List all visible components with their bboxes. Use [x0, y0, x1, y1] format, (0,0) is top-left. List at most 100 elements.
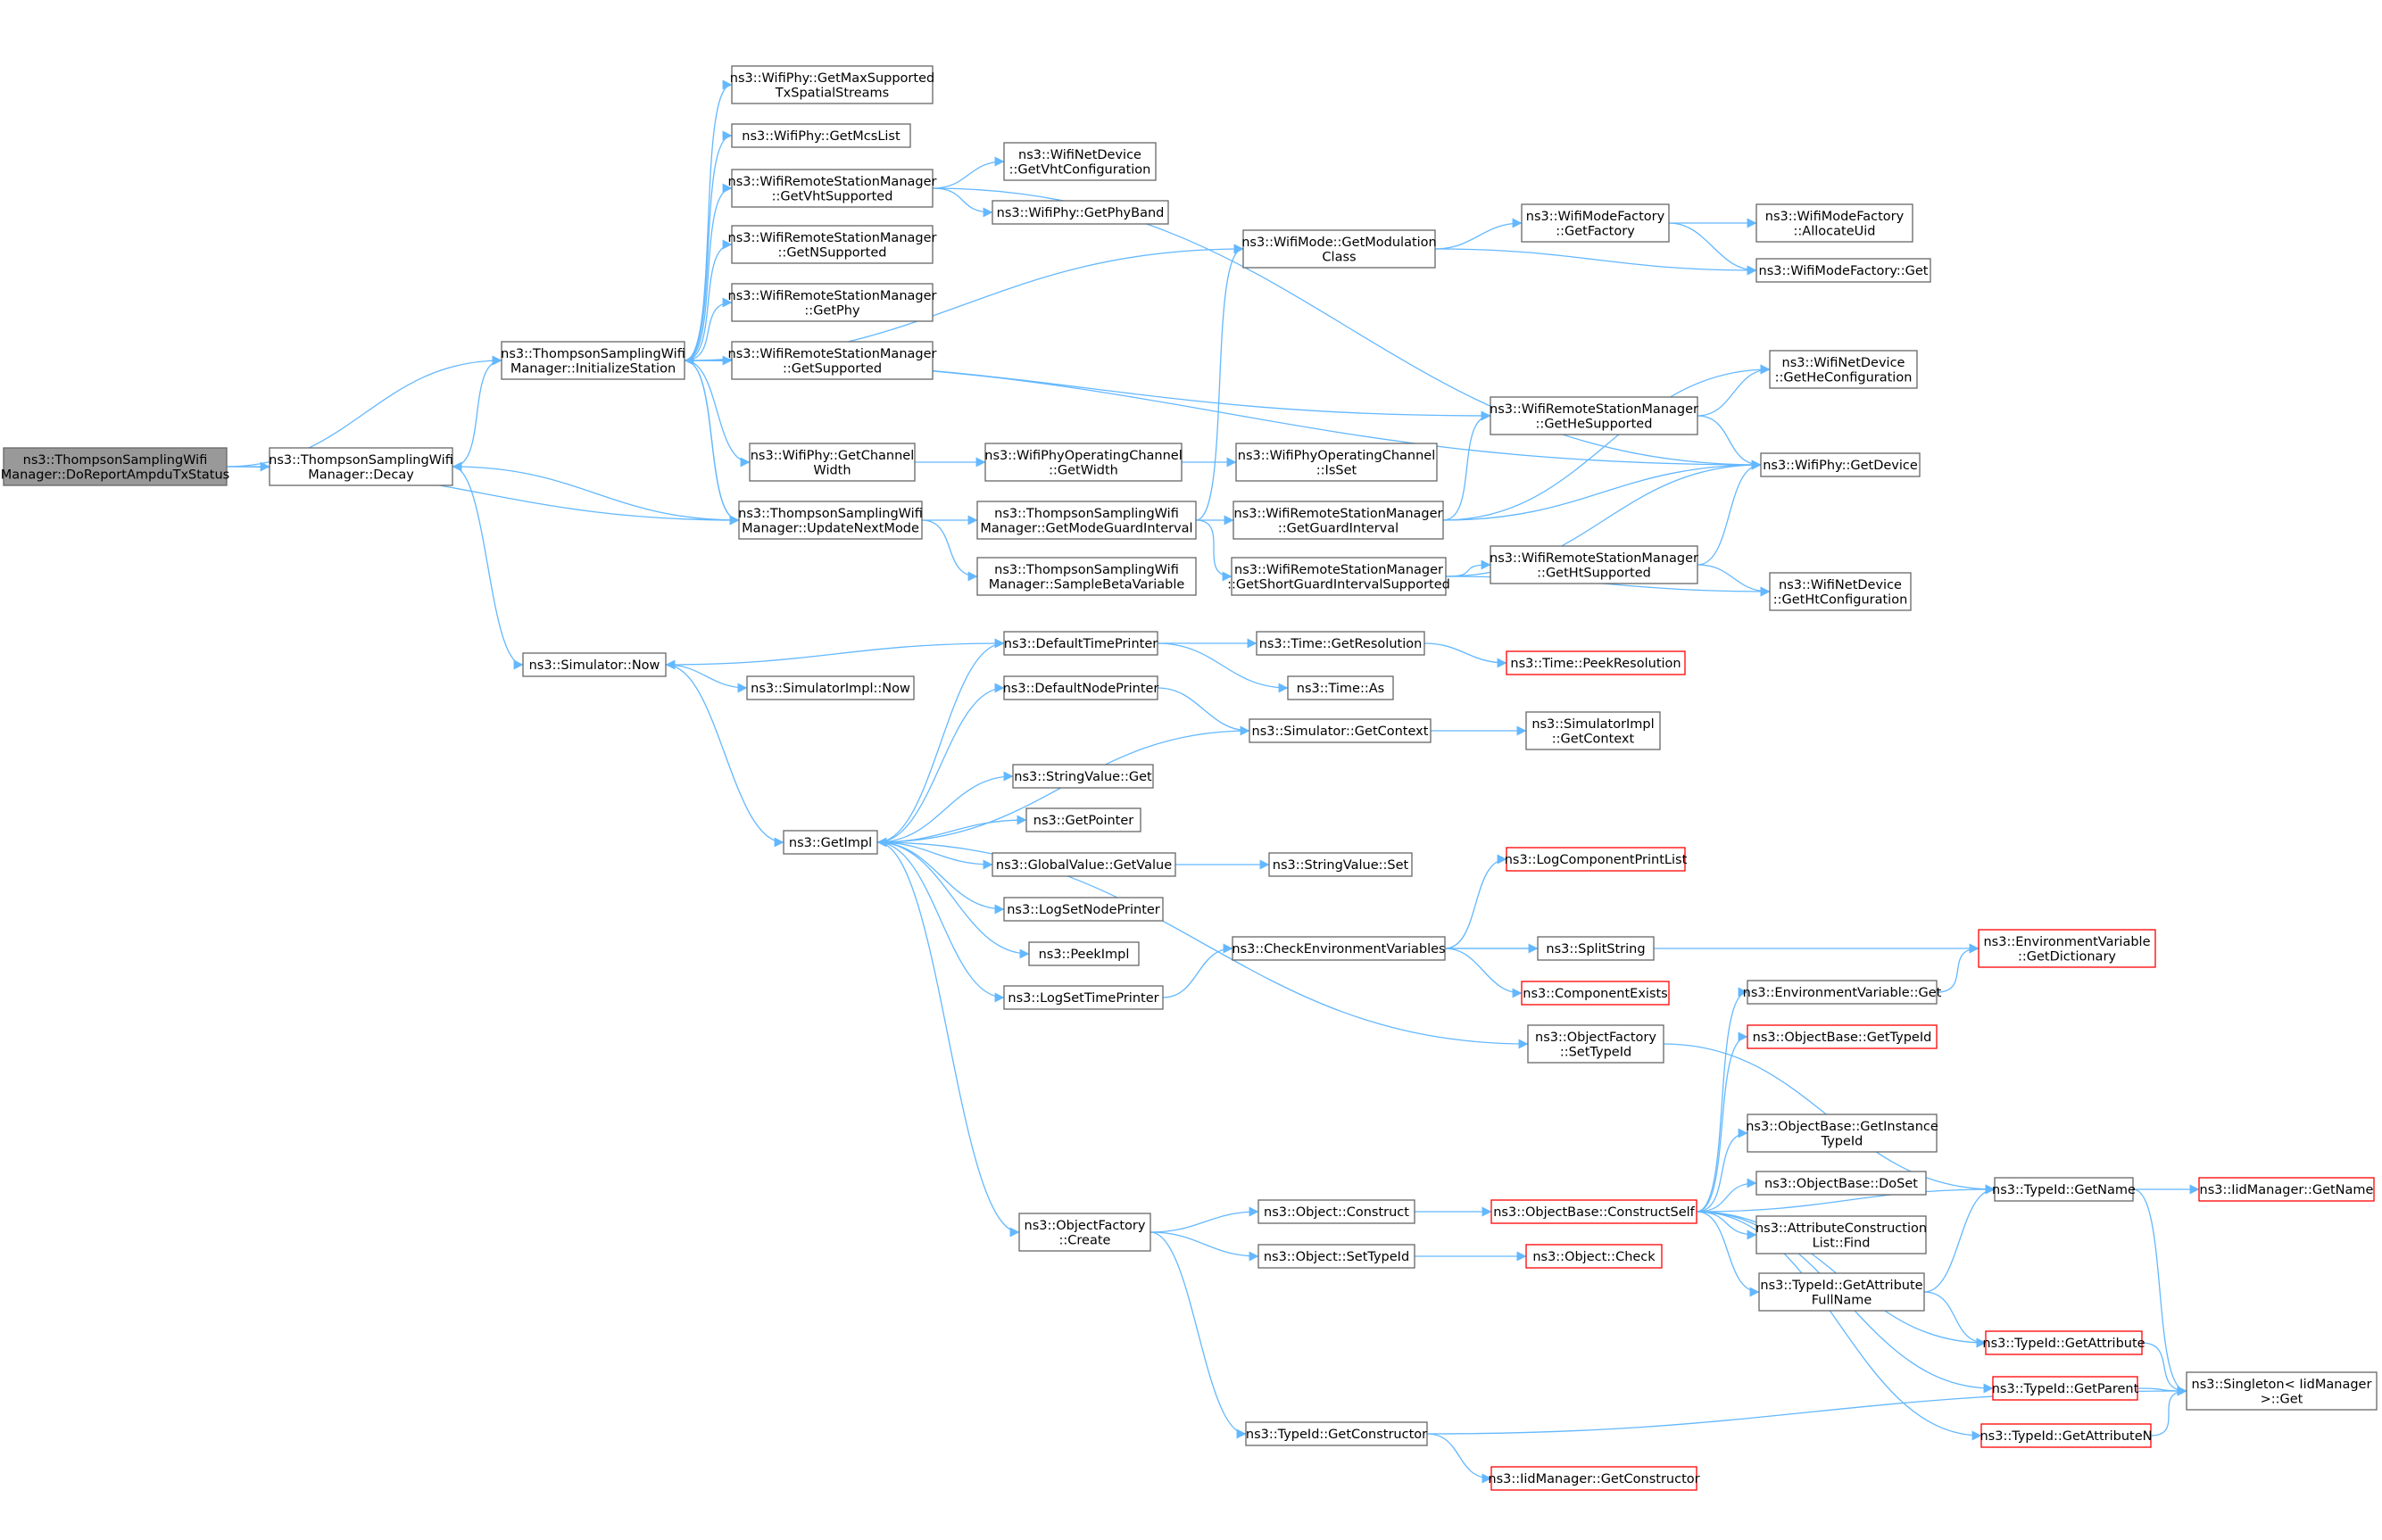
graph-node-ns3-logcomponentprintlist[interactable]: ns3::LogComponentPrintList — [1505, 847, 1688, 872]
graph-node-ns3-wifiphy-getmaxsupported-txspatialstreams[interactable]: ns3::WifiPhy::GetMaxSupportedTxSpatialSt… — [730, 65, 934, 104]
node-label: ns3::WifiPhyOperatingChannel — [984, 449, 1182, 463]
graph-node-ns3-thompsonsamplingwifi-manager-getmodeguardinterval[interactable]: ns3::ThompsonSamplingWifiManager::GetMod… — [976, 501, 1197, 540]
graph-node-ns3-wifinetdevice-getheconfiguration[interactable]: ns3::WifiNetDevice::GetHeConfiguration — [1769, 350, 1918, 389]
graph-node-ns3-objectfactory-create[interactable]: ns3::ObjectFactory::Create — [1018, 1213, 1151, 1252]
graph-node-ns3-simulatorimpl-now[interactable]: ns3::SimulatorImpl::Now — [746, 675, 915, 700]
graph-node-ns3-wifimodefactory-allocateuid[interactable]: ns3::WifiModeFactory::AllocateUid — [1755, 203, 1913, 243]
node-label: ns3::WifiPhy::GetPhyBand — [997, 206, 1165, 220]
node-box — [1003, 675, 1158, 700]
call-edge — [665, 664, 784, 848]
call-edge — [1923, 1291, 1987, 1348]
node-label: ns3::WifiRemoteStationManager — [728, 347, 937, 361]
graph-node-ns3-singleton-iidmanager-get[interactable]: ns3::Singleton< IidManager >::Get — [2186, 1371, 2378, 1411]
graph-node-ns3-environmentvariable-get[interactable]: ns3::EnvironmentVariable::Get — [1743, 980, 1942, 1005]
node-label: ns3::WifiModeFactory::Get — [1759, 264, 1929, 278]
call-edge — [1423, 642, 1507, 668]
node-box — [1268, 852, 1413, 877]
graph-node-ns3-thompsonsamplingwifi-manager-samplebetavariable[interactable]: ns3::ThompsonSamplingWifiManager::Sample… — [976, 557, 1197, 596]
graph-node-ns3-thompsonsamplingwifi-manager-initializestation[interactable]: ns3::ThompsonSamplingWifiManager::Initia… — [501, 341, 685, 380]
node-label: ns3::TypeId::GetName — [1992, 1183, 2136, 1197]
graph-node-ns3-wifiremotestationmanager-getnsupported[interactable]: ns3::WifiRemoteStationManager::GetNSuppo… — [728, 225, 937, 264]
graph-node-ns3-wifiphy-getdevice[interactable]: ns3::WifiPhy::GetDevice — [1760, 452, 1921, 477]
graph-node-ns3-getpointer[interactable]: ns3::GetPointer — [1025, 807, 1141, 832]
graph-node-ns3-objectfactory-settypeid[interactable]: ns3::ObjectFactory::SetTypeId — [1527, 1024, 1664, 1064]
node-box — [992, 852, 1176, 877]
graph-node-ns3-typeid-getconstructor[interactable]: ns3::TypeId::GetConstructor — [1245, 1421, 1428, 1446]
graph-node-ns3-checkenvironmentvariables[interactable]: ns3::CheckEnvironmentVariables — [1232, 936, 1446, 961]
graph-node-ns3-object-settypeid[interactable]: ns3::Object::SetTypeId — [1257, 1244, 1415, 1269]
graph-node-ns3-wifinetdevice-gethtconfiguration[interactable]: ns3::WifiNetDevice::GetHtConfiguration — [1769, 572, 1912, 611]
graph-node-ns3-thompsonsamplingwifi-manager-doreportampdutxstatus[interactable]: ns3::ThompsonSamplingWifiManager::DoRepo… — [1, 447, 229, 486]
node-label: ns3::LogComponentPrintList — [1505, 853, 1688, 867]
graph-node-ns3-iidmanager-getconstructor[interactable]: ns3::IidManager::GetConstructor — [1488, 1466, 1700, 1491]
graph-node-ns3-splitstring[interactable]: ns3::SplitString — [1537, 936, 1655, 961]
graph-node-ns3-stringvalue-set[interactable]: ns3::StringValue::Set — [1268, 852, 1413, 877]
graph-node-ns3-simulator-now[interactable]: ns3::Simulator::Now — [522, 652, 667, 677]
node-label: ::AllocateUid — [1794, 224, 1876, 238]
graph-node-ns3-wifiphy-getmcslist[interactable]: ns3::WifiPhy::GetMcsList — [731, 123, 911, 148]
call-edge — [684, 297, 733, 361]
graph-node-ns3-wifiremotestationmanager-gethtsupported[interactable]: ns3::WifiRemoteStationManager::GetHtSupp… — [1490, 545, 1698, 584]
graph-node-ns3-objectbase-constructself[interactable]: ns3::ObjectBase::ConstructSelf — [1490, 1199, 1697, 1224]
call-edge — [452, 461, 740, 521]
call-edge — [684, 183, 733, 361]
node-label: ns3::SplitString — [1546, 942, 1645, 956]
graph-node-ns3-wifiphyoperatingchannel-isset[interactable]: ns3::WifiPhyOperatingChannel::IsSet — [1235, 443, 1438, 482]
graph-node-ns3-time-getresolution[interactable]: ns3::Time::GetResolution — [1256, 631, 1425, 656]
graph-node-ns3-wifiremotestationmanager-getshortguardintervalsupported[interactable]: ns3::WifiRemoteStationManager::GetShortG… — [1227, 557, 1450, 596]
node-box — [1232, 936, 1446, 961]
graph-node-ns3-time-peekresolution[interactable]: ns3::Time::PeekResolution — [1506, 650, 1686, 675]
graph-node-ns3-defaulttimeprinter[interactable]: ns3::DefaultTimePrinter — [1003, 631, 1158, 656]
graph-node-ns3-wifinetdevice-getvhtconfiguration[interactable]: ns3::WifiNetDevice::GetVhtConfiguration — [1003, 142, 1157, 181]
graph-node-ns3-wifiremotestationmanager-getsupported[interactable]: ns3::WifiRemoteStationManager::GetSuppor… — [728, 341, 937, 380]
call-edge — [2141, 1342, 2187, 1396]
graph-node-ns3-wifimodefactory-get[interactable]: ns3::WifiModeFactory::Get — [1755, 258, 1931, 283]
graph-node-ns3-simulatorimpl-getcontext[interactable]: ns3::SimulatorImpl::GetContext — [1525, 711, 1661, 750]
graph-node-ns3-wifiremotestationmanager-getphy[interactable]: ns3::WifiRemoteStationManager::GetPhy — [728, 283, 937, 322]
graph-node-ns3-wifiphy-getphyband[interactable]: ns3::WifiPhy::GetPhyBand — [992, 200, 1169, 225]
graph-node-ns3-iidmanager-getname[interactable]: ns3::IidManager::GetName — [2198, 1177, 2375, 1202]
node-label: ::GetHeConfiguration — [1775, 370, 1913, 385]
graph-node-ns3-objectbase-doset[interactable]: ns3::ObjectBase::DoSet — [1755, 1171, 1927, 1196]
graph-node-ns3-wifiremotestationmanager-getvhtsupported[interactable]: ns3::WifiRemoteStationManager::GetVhtSup… — [728, 169, 937, 208]
graph-node-ns3-time-as[interactable]: ns3::Time::As — [1287, 675, 1394, 700]
node-box — [2198, 1177, 2375, 1202]
graph-node-ns3-defaultnodeprinter[interactable]: ns3::DefaultNodePrinter — [1003, 675, 1159, 700]
graph-node-ns3-wifiremotestationmanager-gethesupported[interactable]: ns3::WifiRemoteStationManager::GetHeSupp… — [1490, 396, 1698, 435]
node-label: ns3::ThompsonSamplingWifi — [738, 507, 923, 521]
graph-node-ns3-getimpl[interactable]: ns3::GetImpl — [783, 830, 878, 855]
graph-node-ns3-typeid-getparent[interactable]: ns3::TypeId::GetParent — [1992, 1376, 2139, 1401]
node-box — [731, 283, 934, 322]
node-box — [1525, 1244, 1663, 1269]
graph-node-ns3-thompsonsamplingwifi-manager-updatenextmode[interactable]: ns3::ThompsonSamplingWifiManager::Update… — [738, 501, 923, 540]
node-box — [1287, 675, 1394, 700]
node-label: ns3::WifiRemoteStationManager — [728, 231, 937, 245]
graph-node-ns3-peekimpl[interactable]: ns3::PeekImpl — [1028, 941, 1140, 966]
node-box — [1985, 1330, 2143, 1355]
graph-node-ns3-logsettimeprinter[interactable]: ns3::LogSetTimePrinter — [1003, 985, 1164, 1010]
graph-node-ns3-typeid-getattributen[interactable]: ns3::TypeId::GetAttributeN — [1979, 1423, 2153, 1448]
graph-node-ns3-typeid-getattribute[interactable]: ns3::TypeId::GetAttribute — [1982, 1330, 2145, 1355]
graph-node-ns3-object-construct[interactable]: ns3::Object::Construct — [1257, 1199, 1415, 1224]
node-box — [1755, 203, 1913, 243]
node-label: ns3::ThompsonSamplingWifi — [23, 453, 208, 468]
graph-node-ns3-componentexists[interactable]: ns3::ComponentExists — [1521, 981, 1670, 1006]
graph-node-ns3-object-check[interactable]: ns3::Object::Check — [1525, 1244, 1663, 1269]
graph-node-ns3-globalvalue-getvalue[interactable]: ns3::GlobalValue::GetValue — [992, 852, 1176, 877]
graph-node-ns3-stringvalue-get[interactable]: ns3::StringValue::Get — [1012, 764, 1154, 789]
graph-node-ns3-wifiphyoperatingchannel-getwidth[interactable]: ns3::WifiPhyOperatingChannel::GetWidth — [984, 443, 1183, 482]
graph-node-ns3-objectbase-gettypeid[interactable]: ns3::ObjectBase::GetTypeId — [1747, 1024, 1938, 1049]
graph-node-ns3-wifimodefactory-getfactory[interactable]: ns3::WifiModeFactory::GetFactory — [1521, 203, 1670, 243]
graph-node-ns3-environmentvariable-getdictionary[interactable]: ns3::EnvironmentVariable::GetDictionary — [1978, 929, 2156, 968]
graph-node-ns3-logsetnodeprinter[interactable]: ns3::LogSetNodePrinter — [1003, 897, 1164, 922]
graph-node-ns3-typeid-getname[interactable]: ns3::TypeId::GetName — [1992, 1177, 2136, 1202]
graph-node-ns3-simulator-getcontext[interactable]: ns3::Simulator::GetContext — [1249, 718, 1432, 743]
graph-node-ns3-wifiremotestationmanager-getguardinterval[interactable]: ns3::WifiRemoteStationManager::GetGuardI… — [1232, 501, 1444, 540]
node-box — [1755, 1215, 1927, 1254]
